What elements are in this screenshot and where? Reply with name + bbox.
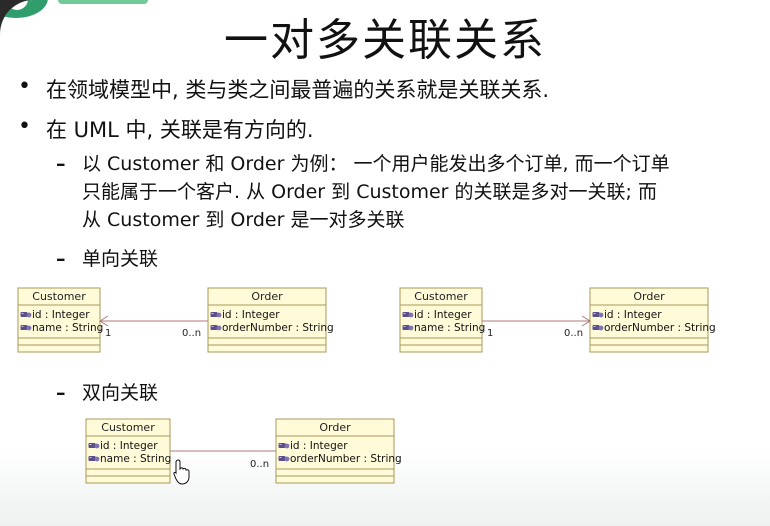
- bullet-text: 在 UML 中, 关联是有方向的.: [46, 118, 314, 142]
- multiplicity: 0..n: [564, 328, 583, 339]
- attribute-icon: [88, 456, 100, 462]
- class-name: Order: [319, 421, 351, 434]
- class-name: Customer: [101, 421, 155, 434]
- example-text: 以 Customer 和 Order 为例： 一个用户能发出多个订单, 而一个订…: [82, 150, 754, 234]
- class-box-order: Order id : Integer orderNumber : String: [207, 287, 334, 353]
- unidirectional-heading: –单向关联: [56, 248, 159, 270]
- multiplicity: 1: [105, 328, 111, 339]
- arrowhead: [99, 315, 109, 327]
- class-name: Customer: [32, 290, 86, 303]
- attribute: orderNumber : String: [290, 453, 402, 465]
- attribute-icon: [210, 325, 222, 331]
- bullet-2: • 在 UML 中, 关联是有方向的.: [18, 114, 314, 144]
- attribute: id : Integer: [604, 309, 662, 321]
- hand-cursor-icon: [173, 459, 190, 485]
- attribute: id : Integer: [222, 309, 280, 321]
- example-line-3: 从 Customer 到 Order 是一对多关联: [82, 209, 405, 231]
- attribute-icon: [592, 312, 604, 318]
- attribute: name : String: [414, 322, 485, 334]
- bullet-dot: •: [18, 74, 31, 99]
- bullet-text: 在领域模型中, 类与类之间最普遍的关系就是关联关系.: [46, 78, 550, 102]
- example-line-1: 以 Customer 和 Order 为例： 一个用户能发出多个订单, 而一个订…: [82, 153, 670, 175]
- uml-uni-1: Customer id : Integer name : String Orde…: [17, 287, 334, 353]
- class-box-order: Order id : Integer orderNumber : String: [589, 287, 716, 353]
- class-box-order: Order id : Integer orderNumber : String: [275, 418, 402, 484]
- attribute: id : Integer: [100, 440, 158, 452]
- bidirectional-heading: –双向关联: [56, 382, 159, 404]
- class-name: Order: [633, 290, 665, 303]
- bullet-dot: •: [18, 114, 31, 139]
- class-name: Customer: [414, 290, 468, 303]
- attribute: id : Integer: [32, 309, 90, 321]
- attribute-icon: [278, 456, 290, 462]
- multiplicity: 1: [487, 328, 493, 339]
- attribute-icon: [88, 443, 100, 449]
- attribute: name : String: [100, 453, 171, 465]
- multiplicity: 0..n: [182, 328, 201, 339]
- class-box-customer: Customer id : Integer name : String: [399, 287, 485, 353]
- attribute: id : Integer: [290, 440, 348, 452]
- attribute: name : String: [32, 322, 103, 334]
- attribute-icon: [210, 312, 222, 318]
- uml-uni-2: Customer id : Integer name : String Orde…: [399, 287, 716, 353]
- slide-title: 一对多关联关系: [224, 15, 546, 66]
- logo-wordmark: [58, 0, 148, 4]
- example-line-2: 只能属于一个客户. 从 Order 到 Customer 的关联是多对一关联; …: [82, 181, 657, 203]
- sub-dash-1: –: [56, 153, 66, 175]
- attribute-icon: [278, 443, 290, 449]
- attribute: orderNumber : String: [604, 322, 716, 334]
- uml-bi: Customer id : Integer name : String Orde…: [85, 418, 402, 485]
- attribute-icon: [20, 312, 32, 318]
- class-box-customer: Customer id : Integer name : String: [85, 418, 171, 484]
- multiplicity: 0..n: [250, 459, 269, 470]
- attribute-icon: [20, 325, 32, 331]
- bullet-1: • 在领域模型中, 类与类之间最普遍的关系就是关联关系.: [18, 74, 549, 104]
- arrowhead: [581, 315, 591, 327]
- attribute-icon: [402, 325, 414, 331]
- class-name: Order: [251, 290, 283, 303]
- attribute-icon: [402, 312, 414, 318]
- logo: [0, 0, 48, 18]
- attribute: id : Integer: [414, 309, 472, 321]
- attribute: orderNumber : String: [222, 322, 334, 334]
- attribute-icon: [592, 325, 604, 331]
- class-box-customer: Customer id : Integer name : String: [17, 287, 103, 353]
